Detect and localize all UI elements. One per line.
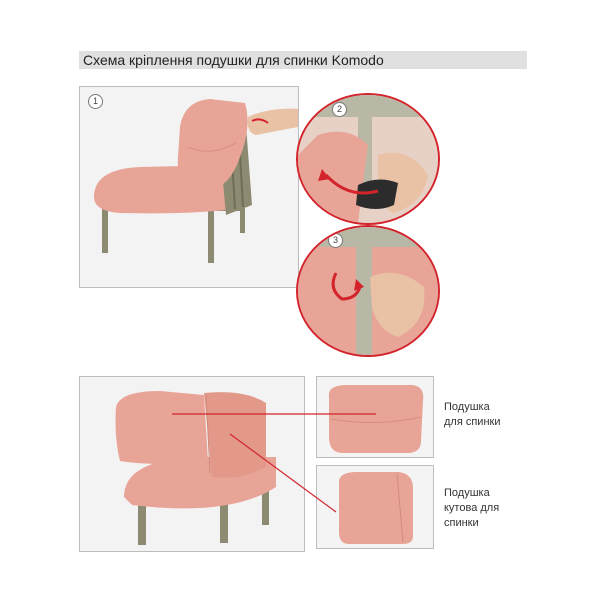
title-bar: Схема кріплення подушки для спинки Komod… [79,51,527,69]
step-2-detail: 2 [296,93,440,225]
corner-cushion-photo [316,465,434,549]
clip-lock-illustration [298,227,438,355]
step-1-badge: 1 [88,94,103,109]
back-cushion-photo [316,376,434,458]
step-2-badge: 2 [332,102,347,117]
page-title: Схема кріплення подушки для спинки Komod… [83,52,384,68]
step-1-photo: 1 [79,86,299,288]
clip-attach-illustration [298,95,438,223]
corner-cushion-illustration [317,466,433,548]
step-3-detail: 3 [296,225,440,357]
back-cushion-illustration [317,377,433,457]
corner-cushion-label: Подушка кутова для спинки [444,487,500,529]
step-3-badge: 3 [328,233,343,248]
corner-chair-illustration [80,377,304,551]
sofa-back-illustration [80,87,298,287]
chair-photo [79,376,305,552]
back-cushion-label: Подушка для спинки [444,401,501,428]
